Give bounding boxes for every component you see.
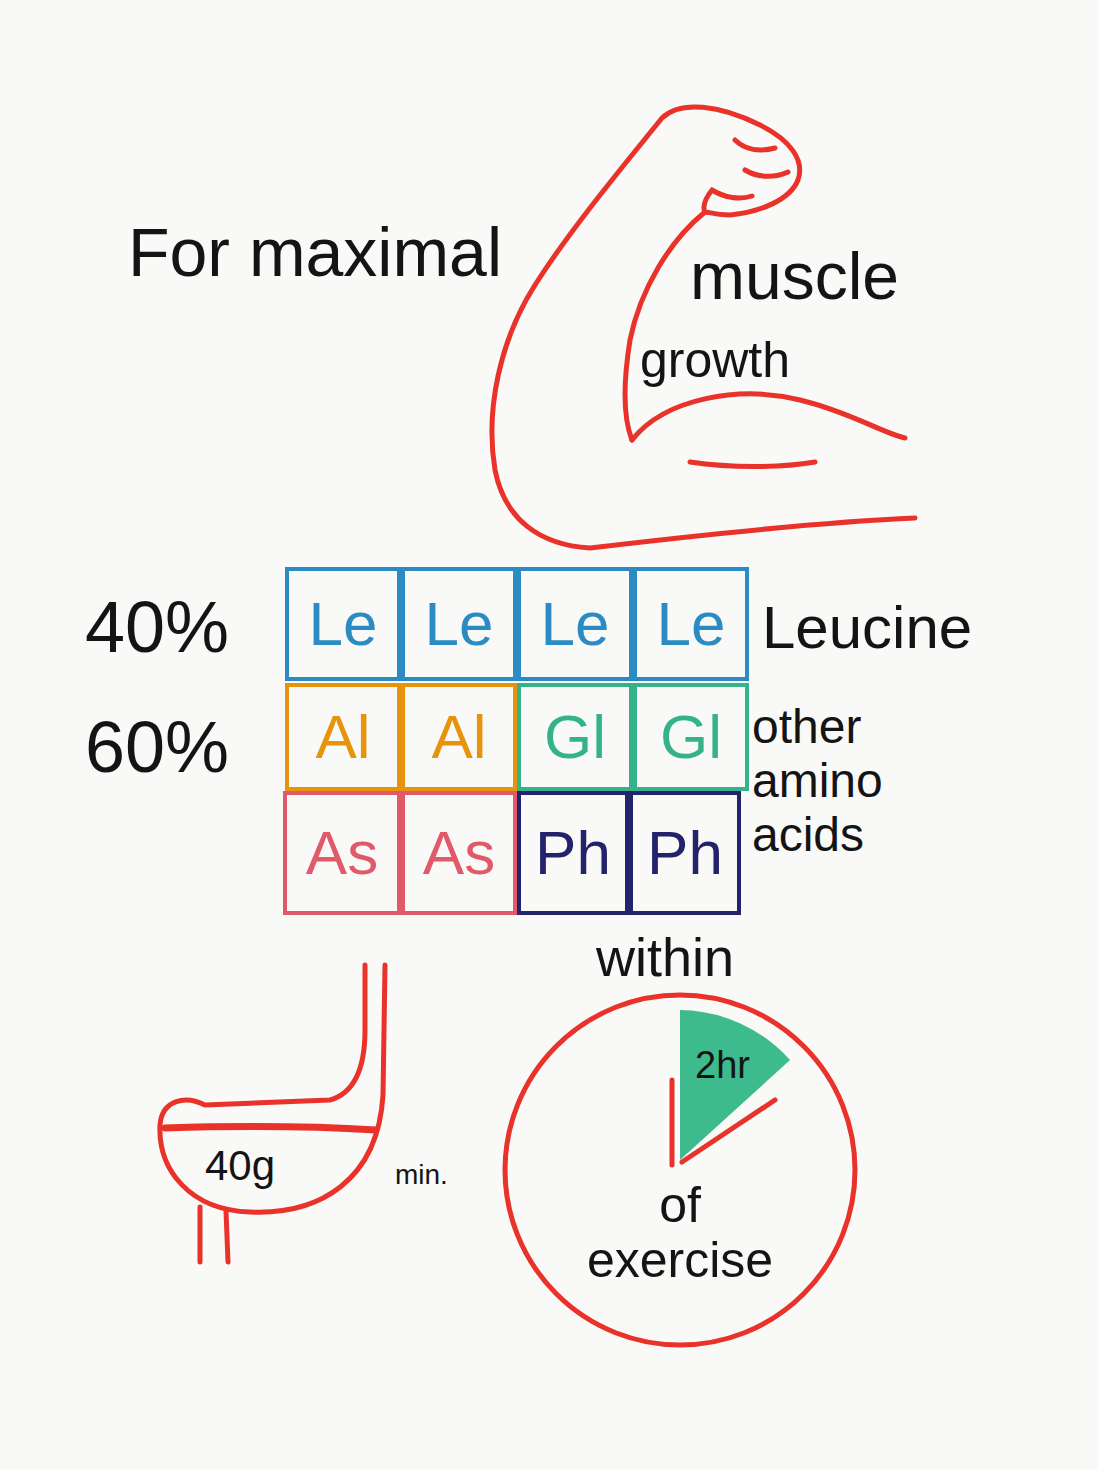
time-wedge: 2hr <box>680 1005 800 1170</box>
amino-acid-box: Le <box>633 567 749 681</box>
amino-acid-box: As <box>401 791 517 915</box>
amino-acid-box: Ph <box>517 791 629 915</box>
amino-acid-abbrev: Al <box>315 706 370 768</box>
amino-acid-box: Le <box>517 567 633 681</box>
minimum-note: min. <box>395 1160 448 1191</box>
amino-acid-box: Le <box>401 567 517 681</box>
amino-acid-box: As <box>283 791 401 915</box>
time-text: 2hr <box>695 1045 750 1087</box>
arm-outline <box>492 107 915 548</box>
clock-caption: of exercise <box>565 1178 795 1288</box>
stomach-fill-level <box>165 1127 376 1130</box>
amino-acid-box: Ph <box>629 791 741 915</box>
amino-acid-box: Al <box>401 683 517 791</box>
time-wedge-outline <box>680 1005 800 1170</box>
amino-acid-name: other amino acids <box>752 700 957 861</box>
amino-acid-abbrev: Gl <box>660 706 722 768</box>
percent-label: 40% <box>85 588 229 667</box>
amount-text: 40g <box>205 1143 275 1189</box>
clock-face <box>505 995 855 1345</box>
amino-acid-box: Le <box>285 567 401 681</box>
amino-acid-abbrev: As <box>306 822 378 884</box>
percent-label: 60% <box>85 708 229 787</box>
amino-acid-name: Leucine <box>762 595 972 661</box>
amino-acid-abbrev: Al <box>431 706 486 768</box>
clock-heading: within <box>545 928 785 987</box>
fist-fingers <box>704 140 788 212</box>
amino-acid-abbrev: Gl <box>544 706 606 768</box>
amino-acid-abbrev: Le <box>541 593 610 655</box>
stomach: 40g min. <box>150 955 470 1275</box>
stomach-outline <box>160 965 385 1212</box>
stomach-outline <box>150 955 470 1275</box>
amino-acid-box: Gl <box>517 683 633 791</box>
amino-acid-box: Al <box>285 683 401 791</box>
bicep-curve <box>632 394 905 440</box>
title-text: For maximal <box>128 215 502 290</box>
amino-acid-abbrev: Le <box>657 593 726 655</box>
amino-acid-box: Gl <box>633 683 749 791</box>
amino-acid-abbrev: Ph <box>647 822 723 884</box>
duodenum <box>200 1207 228 1262</box>
clock-hands <box>672 1080 775 1165</box>
amino-acid-abbrev: As <box>423 822 495 884</box>
time-sector <box>680 1010 790 1160</box>
clock-circle: withinof exercise2hr <box>500 990 860 1350</box>
bicep-underline <box>690 462 815 467</box>
amino-acid-abbrev: Le <box>309 593 378 655</box>
title-text: muscle <box>690 240 899 313</box>
amino-acid-abbrev: Le <box>425 593 494 655</box>
amino-acid-abbrev: Ph <box>535 822 611 884</box>
title-text: growth <box>640 333 790 388</box>
